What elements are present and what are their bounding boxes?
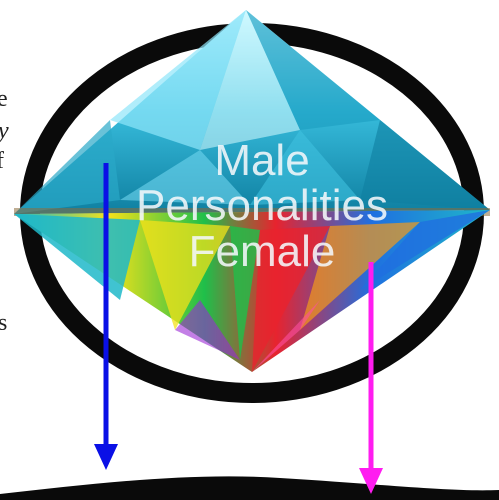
left-fragment-4: s [0, 310, 7, 336]
left-fragment-1: e [0, 86, 8, 112]
left-fragment-2: y [0, 118, 9, 144]
label-male: Male [214, 136, 309, 185]
arrow-down-icon [94, 163, 118, 470]
label-personalities: Personalities [136, 181, 388, 230]
blue-arrow-head [94, 444, 118, 470]
magenta-arrow-head [359, 468, 383, 494]
bottom-curve [0, 476, 499, 500]
arrow-down-icon [359, 262, 383, 494]
left-fragment-3: f [0, 148, 4, 174]
label-female: Female [189, 227, 336, 276]
